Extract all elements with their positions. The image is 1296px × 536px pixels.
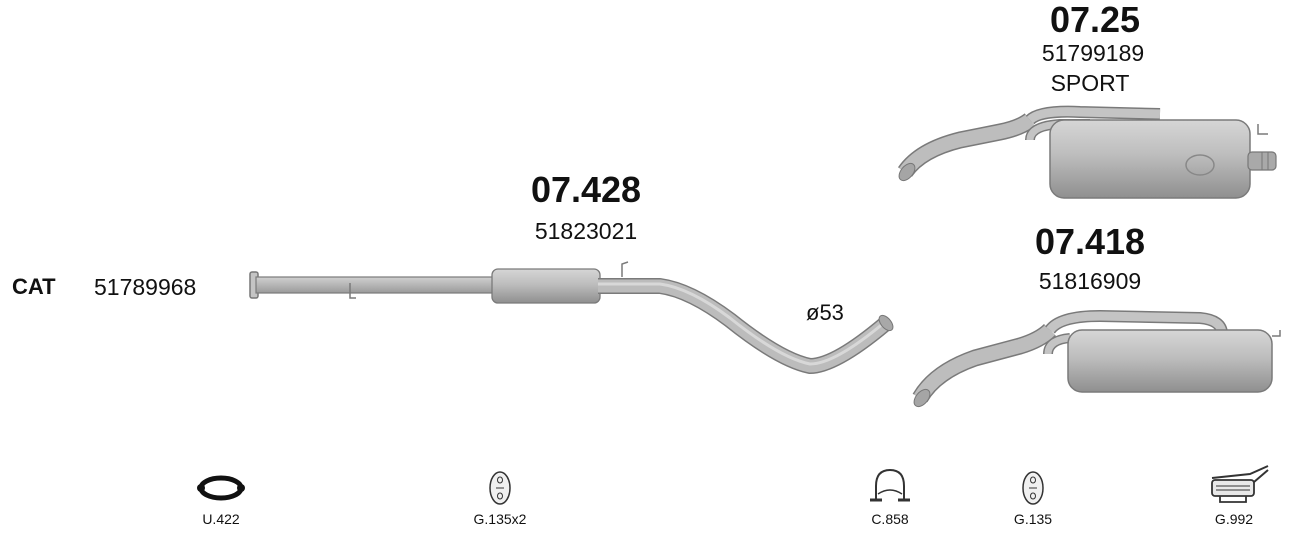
rear-silencer-sport (897, 105, 1277, 199)
fitting-label-hanger: G.135 (1013, 511, 1053, 527)
middle-section-pipe (249, 261, 894, 374)
cat-part-number: 51789968 (94, 274, 197, 300)
bracket-icon (1211, 465, 1269, 503)
rubber-hanger-icon (489, 471, 511, 505)
part-code-sport: 07.25 (1049, 0, 1141, 40)
rear-silencer-standard (912, 309, 1281, 408)
diameter-label: ø53 (806, 300, 844, 325)
rubber-hanger-icon (1022, 471, 1044, 505)
part-code-standard: 07.418 (1034, 221, 1146, 262)
part-number-sport: 51799189 (1041, 40, 1145, 66)
variant-label-sport: SPORT (1050, 70, 1130, 96)
part-number-middle: 51823021 (534, 218, 638, 244)
part-code-middle: 07.428 (530, 169, 642, 210)
cat-label: CAT (12, 274, 56, 299)
u-bolt-clamp-icon (870, 468, 910, 502)
part-number-standard: 51816909 (1038, 268, 1142, 294)
fitting-label-clamp: C.858 (871, 511, 909, 527)
fitting-label-hanger-pair: G.135x2 (473, 511, 527, 527)
gasket-ring-icon (197, 475, 245, 501)
fitting-label-gasket: U.422 (202, 511, 240, 527)
fitting-label-bracket: G.992 (1214, 511, 1254, 527)
